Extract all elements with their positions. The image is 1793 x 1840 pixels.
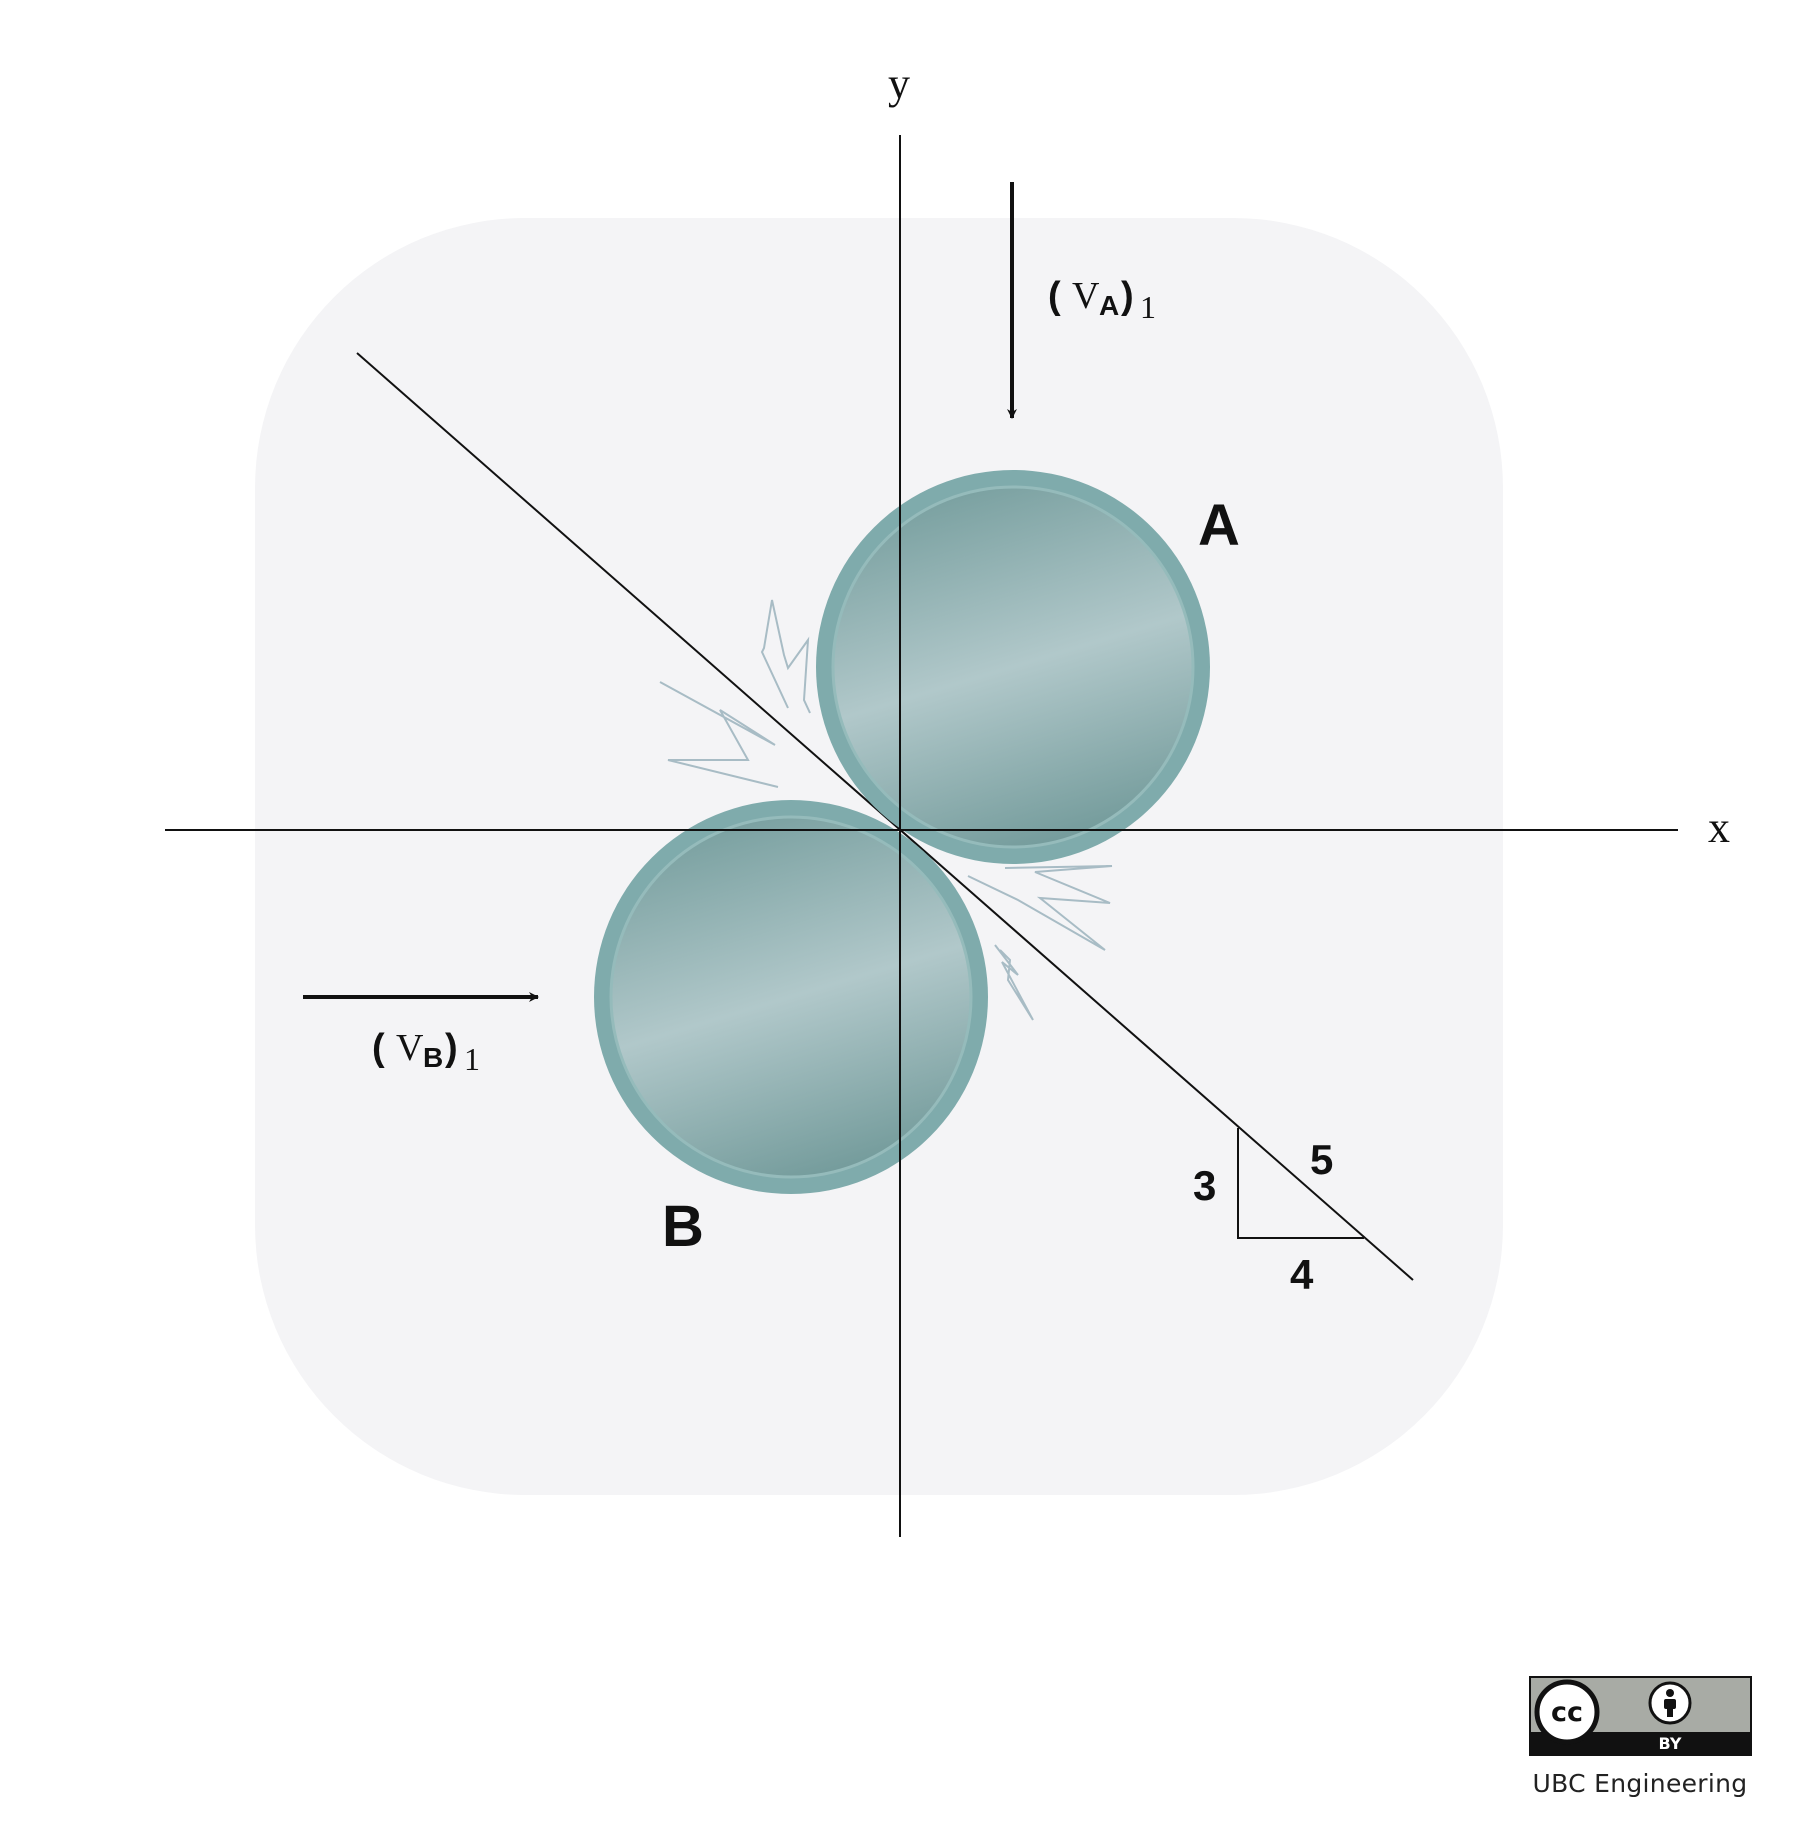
slope-run-label: 4 [1290,1251,1314,1298]
velocity-b-index: 1 [464,1041,480,1077]
velocity-a-symbol: V [1072,275,1100,317]
velocity-b-subscript: B [423,1042,443,1073]
ball-a-label: A [1198,493,1240,558]
velocity-label-a: ( V A ) 1 [1048,275,1156,325]
license-block: cc BY UBC Engineering [1525,1676,1755,1798]
ball-b [594,800,988,1194]
velocity-b-open-paren: ( [372,1027,385,1069]
attribution-person-icon [1648,1681,1691,1725]
license-credit: UBC Engineering [1532,1769,1748,1798]
impact-sparks-lower [967,865,1113,1021]
slope-rise-label: 3 [1193,1162,1216,1209]
velocity-a-subscript: A [1099,290,1119,321]
ball-b-label: B [662,1194,704,1259]
ball-a [816,470,1210,864]
velocity-a-index: 1 [1140,289,1156,325]
cc-by-badge: cc BY [1528,1676,1752,1756]
x-axis-label: x [1708,803,1730,852]
by-badge-text: BY [1658,1734,1681,1753]
y-axis-label: y [888,59,910,108]
slope-hypotenuse-label: 5 [1310,1136,1333,1183]
velocity-label-b: ( V B ) 1 [372,1027,480,1077]
creative-commons-icon: cc [1534,1679,1599,1745]
velocity-a-open-paren: ( [1048,275,1061,317]
velocity-a-close-paren: ) [1121,275,1134,317]
cc-badge-text: cc [1550,1697,1582,1728]
impact-sparks-upper [659,599,811,788]
velocity-b-close-paren: ) [445,1027,458,1069]
velocity-b-symbol: V [396,1027,424,1069]
slope-triangle [1237,1128,1364,1239]
